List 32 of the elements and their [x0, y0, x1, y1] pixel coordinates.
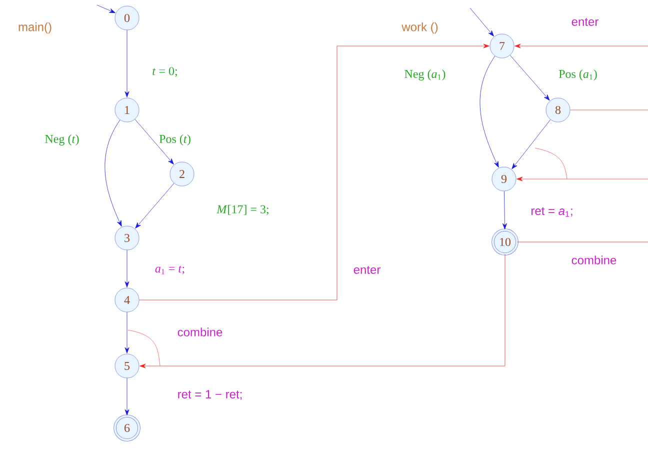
edge-label: enter: [352, 265, 382, 275]
edge-label: Pos (t): [158, 134, 192, 146]
arrow: [140, 254, 506, 368]
arrow: [139, 44, 490, 300]
edge-label: M[17] = 3;: [216, 204, 270, 216]
arrow: [104, 120, 122, 227]
arrow: [502, 191, 507, 230]
arrow: [514, 44, 648, 48]
edge-label: t = 0;: [151, 66, 179, 78]
arrow: [124, 312, 130, 354]
arrow: [134, 119, 174, 164]
edge-label: combine: [570, 254, 618, 266]
edge-label: ret = 1 − ret;: [176, 389, 244, 401]
arrow: [135, 183, 174, 228]
function-name: work (): [402, 22, 438, 34]
arrow: [124, 378, 130, 416]
function-name: main(): [18, 22, 52, 34]
arrow: [512, 119, 551, 170]
edge-label: Pos (a$_{1}$): [558, 68, 598, 82]
arrow: [124, 30, 130, 98]
edge-label: combine: [176, 326, 224, 338]
edge-label: Neg (a$_{1}$): [403, 68, 447, 82]
arrow: [480, 56, 499, 168]
edge-label: a$_{1}$ = t;: [154, 264, 186, 276]
arrow: [510, 54, 550, 101]
arrow: [516, 176, 648, 182]
arrow: [96, 4, 116, 14]
edge-label: Neg (t): [44, 134, 80, 146]
arrow: [124, 250, 130, 288]
edge-label: ret = a$_{1}$;: [530, 206, 574, 218]
edge-label: enter: [570, 17, 600, 27]
arrow: [470, 8, 494, 36]
